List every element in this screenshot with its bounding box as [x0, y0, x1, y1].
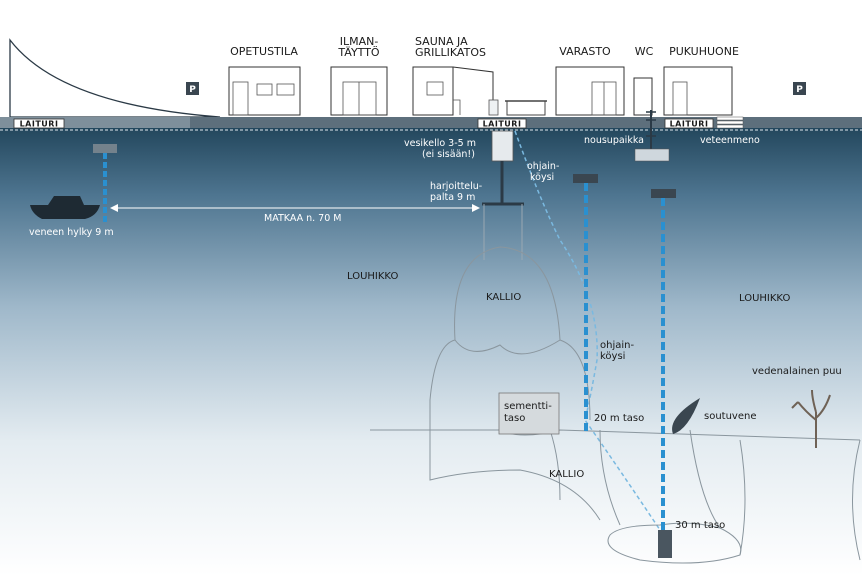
label-ohjainkoysi-top-1: ohjain-	[527, 161, 559, 172]
building-wc	[633, 77, 653, 116]
label-kallio-top: KALLIO	[486, 292, 521, 303]
label-opetustila: OPETUSTILA	[230, 45, 298, 58]
label-ilman-1: ILMAN-	[340, 35, 379, 48]
svg-text:LAITURI: LAITURI	[20, 120, 59, 129]
label-louhikko-left: LOUHIKKO	[347, 271, 398, 282]
parking-sign-left: P	[186, 82, 199, 95]
marker-30m	[658, 530, 672, 558]
svg-text:LAITURI: LAITURI	[670, 120, 709, 129]
building-pukuhuone	[663, 66, 733, 116]
laituri-tag-middle: LAITURI	[477, 118, 527, 129]
rock-formations	[370, 246, 861, 564]
label-nousupaikka: nousupaikka	[584, 135, 644, 146]
label-ilman-2: TÄYTTÖ	[337, 46, 380, 59]
building-sauna	[412, 66, 547, 116]
label-sementti-1: sementti-	[504, 401, 552, 412]
label-matkaa: MATKAA n. 70 M	[264, 213, 341, 224]
label-30m-taso: 30 m taso	[675, 520, 725, 531]
label-veteenmeno: veteenmeno	[700, 135, 760, 146]
training-platform	[482, 202, 524, 260]
label-puu: vedenalainen puu	[752, 366, 842, 377]
label-pukuhuone: PUKUHUONE	[669, 45, 739, 58]
water	[0, 128, 862, 576]
svg-text:P: P	[796, 85, 803, 95]
pier-left-segment	[0, 117, 190, 128]
wreck-buoy	[93, 144, 117, 153]
label-soutuvene: soutuvene	[704, 411, 757, 422]
pier-deck	[0, 117, 862, 128]
building-ilmantaytto	[330, 66, 388, 116]
label-sementti-2: taso	[504, 413, 525, 424]
buoy-20m	[573, 174, 598, 183]
label-hylky: veneen hylky 9 m	[29, 227, 114, 238]
rowboat	[672, 398, 700, 434]
label-vesikello-2: (ei sisään!)	[422, 149, 475, 160]
underwater-tree	[791, 389, 831, 448]
label-harjoittelu-2: palta 9 m	[430, 192, 475, 203]
label-kallio-bottom: KALLIO	[549, 469, 584, 480]
label-ohjainkoysi-top-2: köysi	[530, 172, 554, 183]
distance-arrow	[110, 204, 480, 212]
svg-text:LAITURI: LAITURI	[483, 120, 522, 129]
label-sauna-2: GRILLIKATOS	[415, 46, 486, 59]
label-wc: WC	[635, 45, 654, 58]
svg-text:P: P	[189, 85, 196, 95]
label-harjoittelu-1: harjoittelu-	[430, 181, 482, 192]
building-opetustila	[228, 66, 301, 116]
parking-sign-right: P	[793, 82, 806, 95]
diving-bell	[491, 130, 514, 203]
buoy-30m	[651, 189, 676, 198]
cement-platform	[498, 392, 560, 435]
guide-rope	[514, 130, 661, 531]
shore-slope	[9, 38, 221, 118]
label-louhikko-right: LOUHIKKO	[739, 293, 790, 304]
laituri-tag-left: LAITURI	[13, 118, 65, 129]
building-varasto	[555, 66, 625, 116]
boat-wreck	[30, 196, 100, 219]
entry-steps	[716, 116, 744, 129]
label-varasto: VARASTO	[559, 45, 611, 58]
label-sauna-1: SAUNA JA	[415, 35, 468, 48]
label-ohjainkoysi-mid-2: köysi	[600, 351, 625, 362]
label-ohjainkoysi-mid-1: ohjain-	[600, 340, 634, 351]
exit-ladder	[634, 110, 670, 162]
label-vesikello-1: vesikello 3-5 m	[404, 138, 476, 149]
label-20m-taso: 20 m taso	[594, 413, 644, 424]
laituri-tag-right: LAITURI	[664, 118, 714, 129]
